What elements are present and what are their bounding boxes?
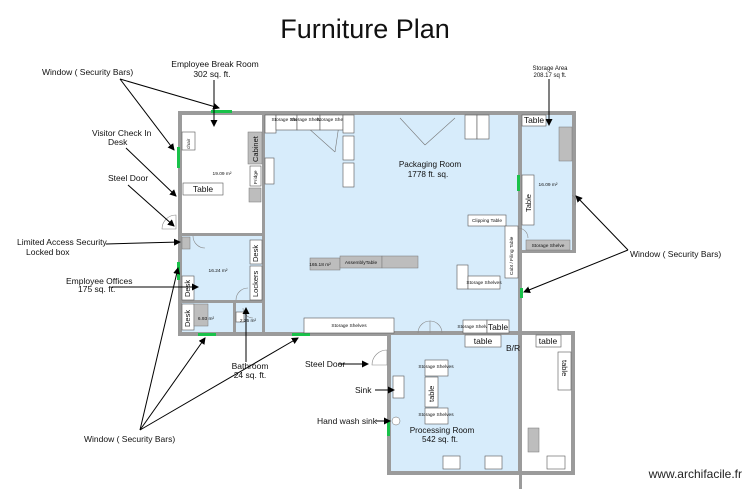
callout-storage-area: Storage Area: [532, 66, 568, 72]
svg-text:208.17 sq ft.: 208.17 sq ft.: [533, 73, 566, 79]
doors: [161, 117, 576, 366]
callout-window-top-left: Window ( Security Bars): [42, 67, 133, 77]
svg-text:Fridge: Fridge: [253, 170, 259, 184]
sink-basin: [392, 375, 405, 399]
svg-text:Table: Table: [488, 322, 509, 332]
processing-storage-shelves-1: [424, 359, 449, 377]
packaging-room-label: Packaging Room: [399, 160, 462, 169]
svg-text:Storage Shelves: Storage Shelves: [466, 280, 502, 286]
desk-chair-block: [193, 303, 209, 327]
bathroom-table-side: [557, 351, 572, 391]
storage-shelf-right: [558, 126, 573, 162]
processing-bin-1: [442, 455, 461, 470]
sink-fixture: [248, 187, 262, 203]
break-room-table: [182, 182, 224, 196]
storage-shelve-bottom: [525, 239, 571, 251]
callout-break-room-area: 302 sq. ft.: [193, 69, 230, 79]
svg-text:Desk: Desk: [251, 245, 260, 262]
svg-text:24 sq. ft.: 24 sq. ft.: [234, 370, 267, 380]
svg-text:table: table: [560, 360, 569, 376]
svg-text:Desk: Desk: [183, 280, 192, 297]
storage-shelf-6: [342, 162, 355, 188]
svg-text:Storage Shelve: Storage Shelve: [532, 243, 565, 249]
processing-room-floor: [391, 335, 520, 471]
svg-text:Storage Shelf: Storage Shelf: [316, 117, 346, 123]
processing-room-area: 542 sq. ft.: [422, 435, 458, 444]
processing-storage-shelves-2: [424, 407, 449, 425]
processing-room-label: Processing Room: [410, 426, 475, 435]
svg-text:chair: chair: [186, 138, 192, 149]
callout-sink: Sink: [355, 385, 372, 395]
plan-title: Furniture Plan: [280, 14, 450, 44]
svg-text:AssemblyTable: AssemblyTable: [345, 260, 378, 266]
svg-text:Storage Shelves: Storage Shelves: [290, 117, 326, 123]
callout-window-bottom: Window ( Security Bars): [84, 434, 175, 444]
storage-shelves-bottom: [303, 317, 395, 334]
cabinet-label: Cabinet: [251, 135, 260, 162]
svg-text:Clipping Table: Clipping Table: [472, 218, 502, 224]
cabinet: [247, 131, 263, 165]
processing-table-side: [424, 376, 439, 408]
assembly-table-right: [381, 255, 419, 269]
fridge: [249, 165, 262, 187]
svg-text:6.93 m²: 6.93 m²: [198, 316, 215, 322]
processing-table-top: [464, 334, 502, 348]
callout-hand-wash-sink: Hand wash sink: [317, 416, 378, 426]
svg-text:175 sq. ft.: 175 sq. ft.: [78, 284, 115, 294]
svg-text:Desk: Desk: [108, 137, 128, 147]
office-desk-right: [249, 239, 263, 265]
clipping-table: [467, 214, 507, 227]
storage-table-side: [521, 174, 535, 226]
svg-text:2.25 m²: 2.25 m²: [240, 318, 257, 324]
callout-limited-access: Limited Access Security: [17, 237, 108, 247]
bathroom-code: B/R: [506, 343, 520, 353]
svg-text:Table: Table: [524, 115, 545, 125]
toilet: [235, 311, 245, 323]
svg-text:Storage Shelves: Storage Shelves: [418, 364, 454, 370]
wall-shelf: [264, 157, 275, 185]
svg-text:165.18 m²: 165.18 m²: [309, 262, 331, 268]
svg-text:Locked box: Locked box: [26, 247, 70, 257]
storage-shelves-2: [467, 275, 501, 290]
callout-window-right: Window ( Security Bars): [630, 249, 721, 259]
storage-shelf-5: [342, 135, 355, 161]
callout-employee-offices: Employee Offices: [66, 276, 132, 286]
svg-text:Storage Shelves: Storage Shelves: [418, 412, 454, 418]
hand-wash-sink-basin: [391, 416, 401, 426]
svg-text:table: table: [474, 336, 493, 346]
storage-shelf-4: [342, 114, 355, 134]
security-locked-box: [181, 236, 191, 250]
callout-break-room: Employee Break Room: [171, 59, 258, 69]
bathroom-table-top: [535, 334, 562, 348]
desk-top-1: [464, 114, 478, 140]
packaging-table: [486, 319, 510, 334]
chair: [181, 131, 196, 151]
bathroom-fixture: [527, 427, 540, 453]
callout-steel-door-left: Steel Door: [108, 173, 148, 183]
watermark: www.archifacile.fr: [648, 467, 742, 481]
svg-text:Storage Shelf: Storage Shelf: [271, 117, 301, 123]
leader-lines: [105, 78, 629, 431]
cabinet-filing-table: [504, 225, 519, 279]
callout-steel-door-center: Steel Door: [305, 359, 345, 369]
svg-text:table: table: [539, 336, 558, 346]
lockers: [249, 265, 263, 301]
packaging-room-area: 1778 ft. sq.: [408, 170, 449, 179]
svg-text:Storage Shelves: Storage Shelves: [457, 324, 493, 330]
svg-text:Table: Table: [193, 184, 214, 194]
processing-bin-2: [484, 455, 503, 470]
svg-text:16.09 m²: 16.09 m²: [539, 182, 558, 188]
svg-text:Cabt / Filing Table: Cabt / Filing Table: [509, 236, 515, 275]
svg-text:table: table: [427, 386, 436, 402]
svg-text:Storage Shelves: Storage Shelves: [331, 323, 367, 329]
svg-text:Desk: Desk: [183, 310, 192, 327]
bathroom-bin: [546, 455, 566, 470]
desk-top-2: [476, 114, 490, 140]
svg-text:Table: Table: [524, 194, 533, 212]
svg-text:Lockers: Lockers: [251, 270, 260, 297]
svg-text:19.09 m²: 19.09 m²: [213, 171, 232, 177]
callout-visitor-check-in: Visitor Check In: [92, 128, 152, 138]
svg-text:16.24 m²: 16.24 m²: [209, 268, 228, 274]
